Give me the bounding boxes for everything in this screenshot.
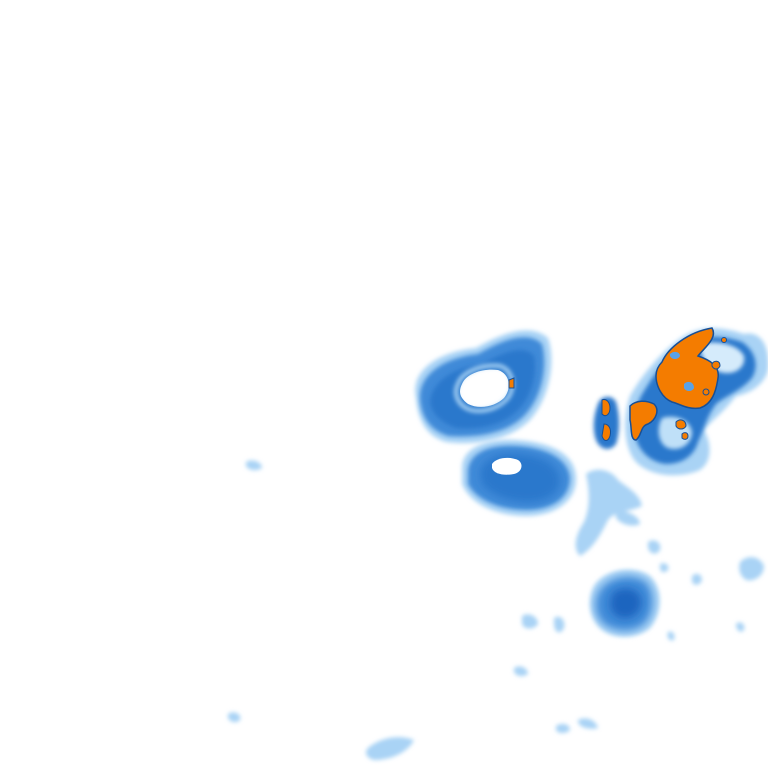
echo-trail-2 <box>616 510 640 526</box>
echo-south-2 <box>554 616 565 633</box>
echo-south-5 <box>578 718 598 729</box>
cell-core <box>610 588 642 619</box>
storm-cluster-northeast <box>625 327 768 476</box>
echo-east-3 <box>648 540 661 554</box>
echo-east-4 <box>660 563 669 573</box>
storm-cell-northwest <box>415 330 552 444</box>
storm-cell-narrow <box>593 396 619 449</box>
cell-hole <box>460 369 509 407</box>
storm-cell-southeast <box>589 569 660 637</box>
intense-speck-1 <box>675 419 687 430</box>
echo-southwest-1 <box>366 737 414 760</box>
intense-speck-5 <box>721 337 727 343</box>
intense-hole-1 <box>684 381 694 391</box>
cell-hole <box>492 457 522 475</box>
echo-far-east <box>736 622 745 632</box>
intense-core-west <box>629 400 658 441</box>
intense-hole-2 <box>670 351 680 359</box>
intense-speck-4 <box>702 388 710 396</box>
echo-southwest-2 <box>228 712 241 723</box>
intense-core-main <box>655 327 719 410</box>
intense-speck-2 <box>681 432 689 440</box>
cell-hole-halo <box>454 363 515 413</box>
echo-small-1 <box>667 631 675 641</box>
scattered-echoes <box>228 460 764 760</box>
echo-south-3 <box>514 666 528 677</box>
storm-cell-south <box>462 439 577 516</box>
cell-medium <box>593 396 619 449</box>
echo-trail <box>575 469 642 556</box>
intense-strip-1 <box>601 399 611 417</box>
echo-south-4 <box>556 723 570 733</box>
intense-strip-2 <box>601 423 611 441</box>
echo-south-1 <box>522 614 538 629</box>
echo-east-2 <box>692 573 702 585</box>
intense-speck <box>508 377 515 389</box>
echo-east-1 <box>739 557 764 581</box>
intense-speck-3 <box>711 360 721 370</box>
echo-west-speck <box>246 460 262 471</box>
